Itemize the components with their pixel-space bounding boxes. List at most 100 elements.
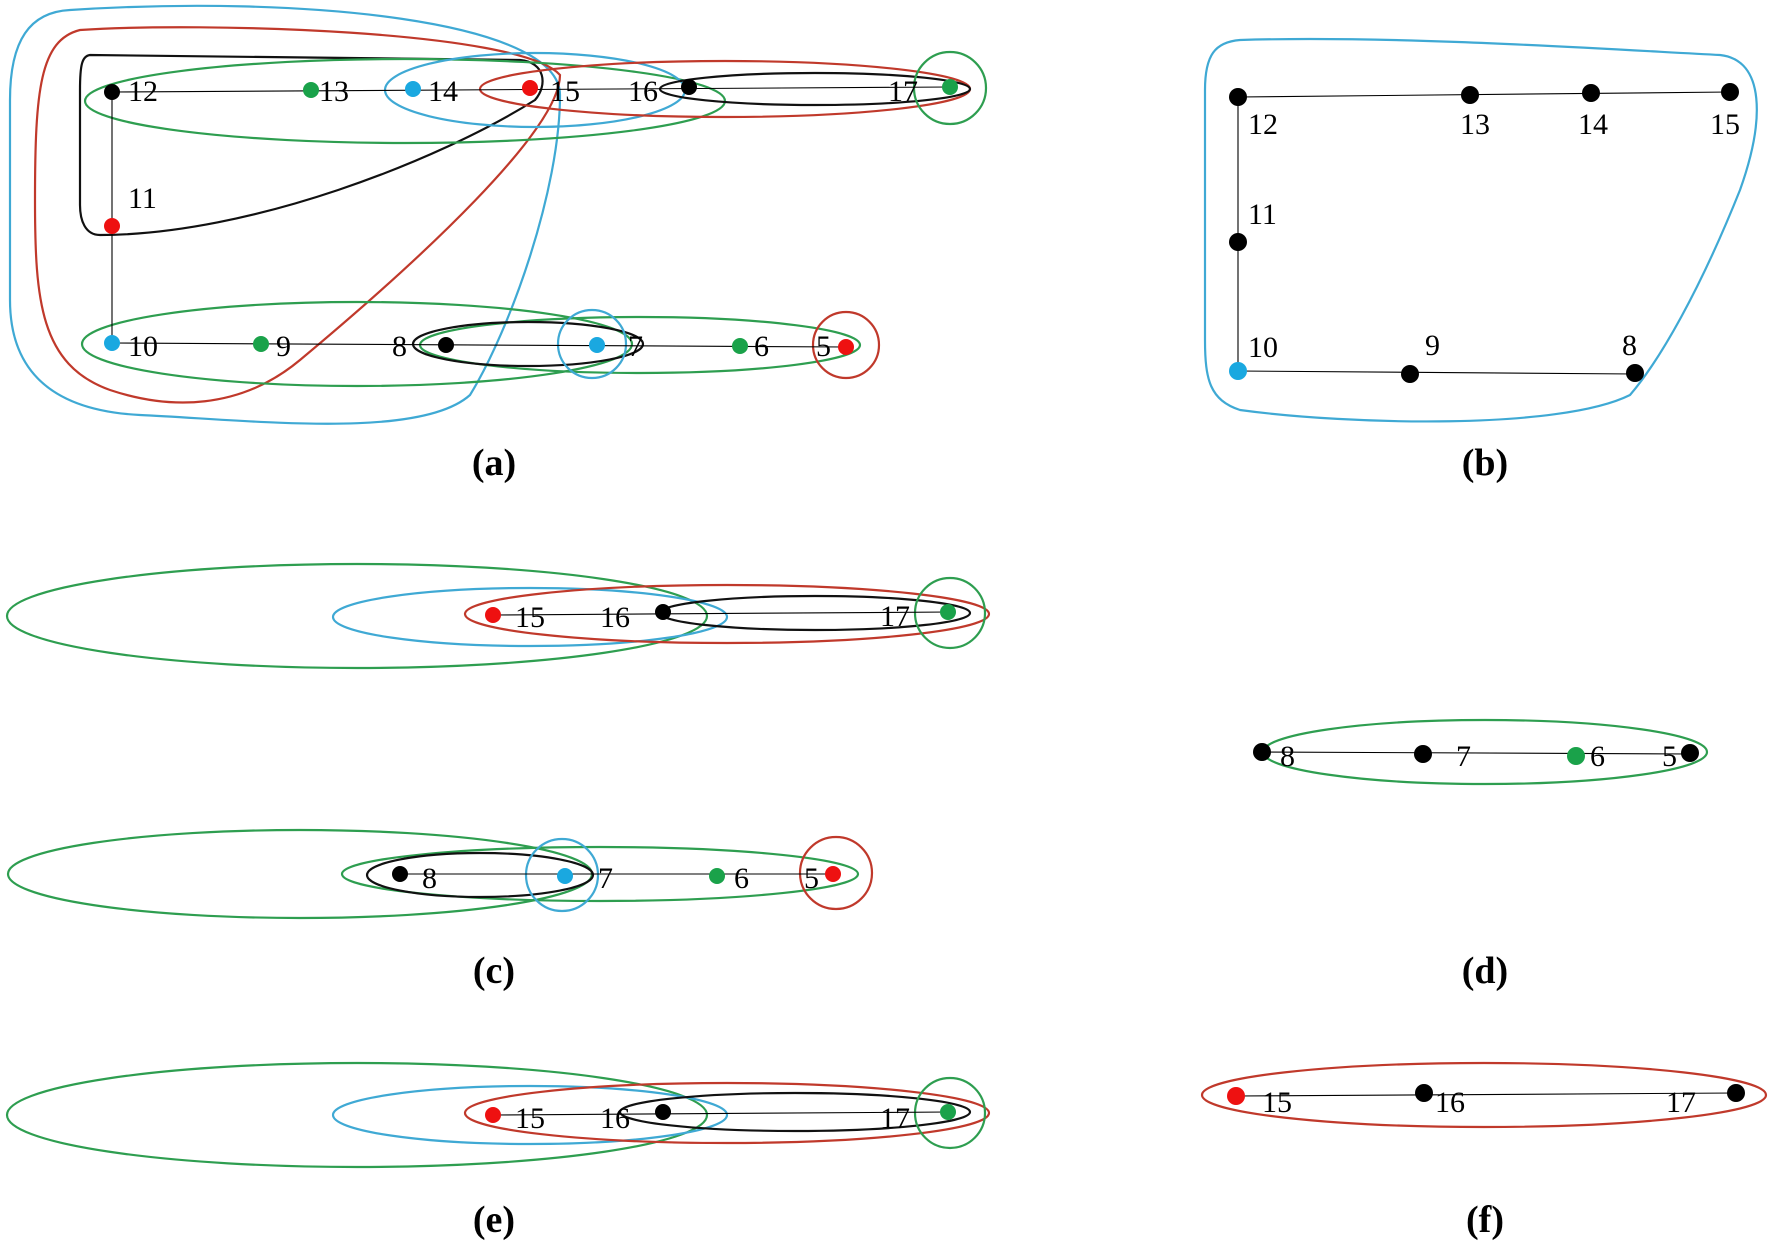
svg-text:8: 8: [392, 330, 407, 363]
node-10-a: 10: [104, 330, 158, 363]
node-10-b: 10: [1229, 331, 1278, 380]
svg-text:11: 11: [128, 182, 157, 215]
svg-text:16: 16: [600, 601, 630, 634]
hull-black-bottom-c: [365, 851, 595, 899]
panel-f: 15 16 17 (f): [1200, 1061, 1768, 1241]
node-16-c: 16: [600, 601, 671, 634]
hull-red-circle-c: [798, 835, 874, 911]
svg-text:15: 15: [550, 75, 580, 108]
panel-b: 12 13 14 15 11 10 9 8 (b): [1203, 37, 1758, 484]
caption-f: (f): [1466, 1199, 1504, 1241]
hull-black-bottom-a: [411, 320, 645, 368]
svg-text:16: 16: [1435, 1086, 1465, 1119]
node-13-a: 13: [303, 75, 349, 108]
node-15-c: 15: [485, 601, 545, 634]
hull-green-circle-e: [913, 1076, 987, 1150]
svg-text:15: 15: [1710, 108, 1740, 141]
node-8-d: 8: [1253, 740, 1295, 773]
svg-text:17: 17: [1666, 1086, 1696, 1119]
caption-b: (b): [1462, 442, 1508, 484]
caption-c: (c): [473, 950, 515, 992]
svg-text:12: 12: [1248, 108, 1278, 141]
node-15-f: 15: [1227, 1086, 1292, 1119]
node-9-b: 9: [1401, 329, 1440, 383]
hull-green-top-c: [5, 562, 709, 670]
hull-black-e: [618, 1091, 972, 1133]
svg-text:10: 10: [1248, 331, 1278, 364]
hull-blue-circle-c: [524, 837, 600, 913]
node-8-b: 8: [1622, 329, 1644, 382]
node-6-c: 6: [709, 862, 749, 895]
node-7-c: 7: [557, 862, 613, 895]
svg-text:5: 5: [804, 862, 819, 895]
svg-text:12: 12: [128, 75, 158, 108]
edge-15-17-e: [492, 1111, 949, 1116]
svg-text:11: 11: [1248, 198, 1277, 231]
edge-12-15-b: [1237, 91, 1731, 98]
node-14-a: 14: [405, 75, 458, 108]
node-5-c: 5: [804, 862, 841, 895]
svg-text:9: 9: [276, 330, 291, 363]
svg-text:8: 8: [422, 862, 437, 895]
panel-a: 12 13 14 15 16 17 11 10 9 8 7 6 5 (a): [8, 4, 988, 484]
node-8-c: 8: [392, 862, 437, 895]
node-16-a: 16: [628, 75, 697, 108]
panel-c: 15 16 17 8 7 6 5 (c): [5, 562, 991, 992]
node-15-b: 15: [1710, 83, 1740, 141]
svg-text:13: 13: [1460, 108, 1490, 141]
hull-green-circle-a: [912, 50, 988, 126]
node-16-e: 16: [600, 1102, 671, 1135]
node-17-e: 17: [880, 1102, 956, 1135]
svg-text:15: 15: [1262, 1086, 1292, 1119]
node-15-a: 15: [522, 75, 580, 108]
svg-text:5: 5: [816, 330, 831, 363]
svg-text:16: 16: [628, 75, 658, 108]
edge-15-17-c: [492, 611, 951, 616]
svg-text:15: 15: [515, 1102, 545, 1135]
node-15-e: 15: [485, 1102, 545, 1135]
node-11-b: 11: [1229, 198, 1277, 251]
svg-text:6: 6: [1590, 740, 1605, 773]
node-5-a: 5: [816, 330, 854, 363]
hull-green-bottom2-c: [340, 845, 860, 903]
node-17-f: 17: [1666, 1084, 1745, 1119]
hull-green-e: [5, 1061, 709, 1169]
node-12-b: 12: [1229, 88, 1278, 141]
svg-text:5: 5: [1662, 740, 1677, 773]
hull-blue-circle-a: [556, 308, 628, 380]
node-7-a: 7: [589, 330, 643, 363]
svg-text:10: 10: [128, 330, 158, 363]
svg-text:8: 8: [1622, 329, 1637, 362]
panel-e: 15 16 17 (e): [5, 1061, 991, 1241]
caption-e: (e): [473, 1199, 515, 1241]
svg-text:9: 9: [1425, 329, 1440, 362]
node-17-c: 17: [880, 600, 956, 633]
hull-green-circle-c: [913, 576, 987, 650]
svg-text:17: 17: [880, 600, 910, 633]
svg-text:17: 17: [880, 1102, 910, 1135]
edge-10-8-b: [1237, 370, 1636, 375]
hull-red-circle-a: [811, 310, 881, 380]
hull-blue-b: [1203, 37, 1758, 423]
svg-text:17: 17: [888, 75, 918, 108]
panel-d: 8 7 6 5 (d): [1253, 718, 1709, 992]
node-16-f: 16: [1415, 1084, 1465, 1119]
hull-black-large-a: [78, 53, 544, 237]
node-11-a: 11: [104, 182, 157, 234]
edge-8-5-d: [1261, 751, 1691, 755]
edge-15-17-f: [1235, 1092, 1737, 1097]
svg-text:6: 6: [754, 330, 769, 363]
caption-a: (a): [472, 442, 516, 484]
node-12-a: 12: [104, 75, 158, 108]
svg-text:14: 14: [1578, 108, 1608, 141]
hull-red-e: [463, 1081, 991, 1145]
hull-blue-large-a: [8, 4, 562, 425]
node-8-a: 8: [392, 330, 454, 363]
node-5-d: 5: [1662, 740, 1699, 773]
svg-text:8: 8: [1280, 740, 1295, 773]
node-6-d: 6: [1567, 740, 1605, 773]
svg-text:7: 7: [598, 862, 613, 895]
svg-text:15: 15: [515, 601, 545, 634]
svg-text:16: 16: [600, 1102, 630, 1135]
node-7-d: 7: [1414, 740, 1471, 773]
